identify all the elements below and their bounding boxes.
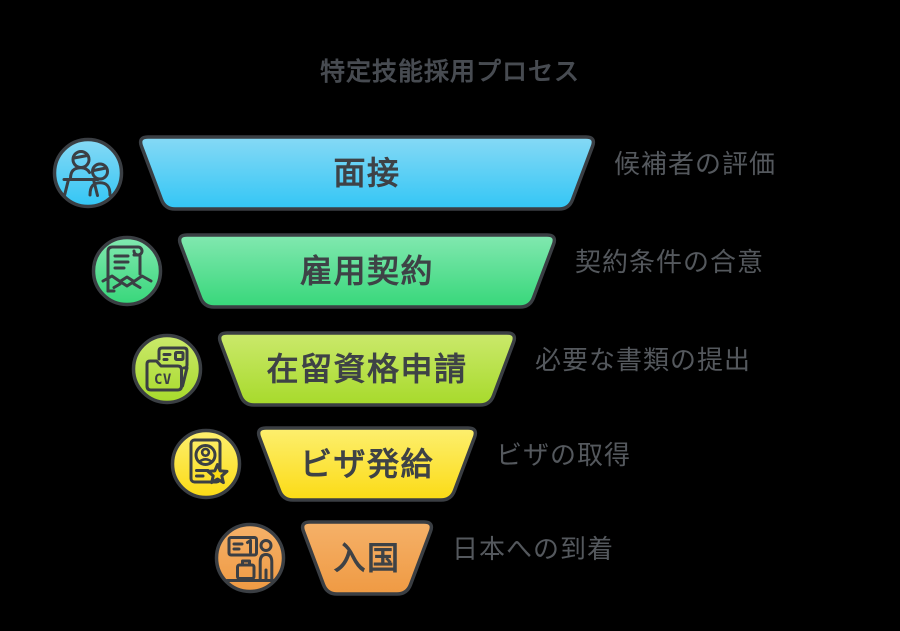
funnel-stage-annotation: 候補者の評価 (614, 150, 777, 180)
interview-icon (52, 137, 124, 209)
contract-icon (91, 235, 163, 307)
funnel-trapezoid (177, 233, 557, 309)
funnel-stage-annotation: 必要な書類の提出 (535, 346, 752, 376)
diagram-title: 特定技能採用プロセス (319, 57, 580, 86)
funnel-trapezoid (300, 520, 434, 596)
funnel-trapezoid (256, 426, 478, 502)
funnel-trapezoid (217, 331, 517, 407)
funnel-stage-label: 在留資格申請 (266, 350, 468, 388)
funnel-trapezoid (138, 135, 596, 211)
funnel-stage-label: 雇用契約 (299, 252, 434, 290)
funnel-stage-annotation: ビザの取得 (496, 441, 632, 471)
funnel-stage-annotation: 日本への到着 (452, 535, 615, 565)
cv-folder-icon (131, 333, 203, 405)
funnel-stage-label: ビザ発給 (299, 445, 434, 483)
visa-icon (170, 428, 242, 500)
funnel-stage-label: 面接 (333, 154, 401, 192)
funnel-stage-label: 入国 (333, 539, 401, 577)
arrival-icon (214, 522, 286, 594)
funnel-stage-annotation: 契約条件の合意 (575, 248, 765, 278)
